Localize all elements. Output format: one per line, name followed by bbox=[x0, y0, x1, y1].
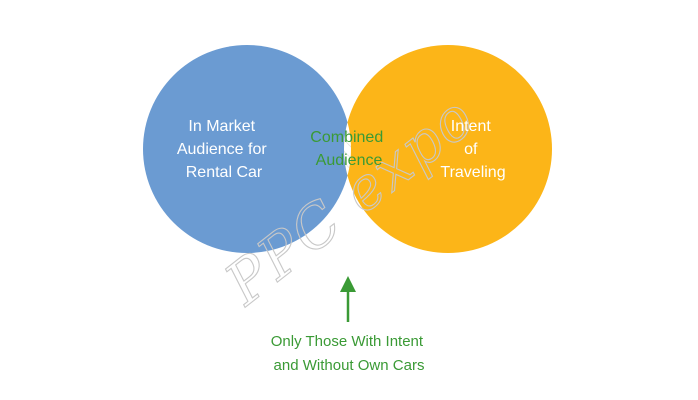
left-circle-label: In Market Audience for Rental Car bbox=[177, 118, 271, 181]
overlap-label-line: Audience bbox=[316, 152, 383, 169]
annotation-caption: Only Those With Intent and Without Own C… bbox=[271, 333, 427, 374]
left-circle bbox=[143, 45, 351, 253]
right-circle bbox=[344, 45, 552, 253]
left-label-line: Audience for bbox=[177, 141, 268, 158]
overlap-label: Combined Audience bbox=[310, 129, 387, 169]
overlap-label-line: Combined bbox=[310, 129, 383, 146]
up-arrow-icon bbox=[340, 276, 356, 322]
right-label-line: Traveling bbox=[440, 164, 505, 181]
caption-line: and Without Own Cars bbox=[274, 357, 425, 374]
right-label-line: Intent bbox=[451, 118, 492, 135]
right-label-line: of bbox=[464, 141, 478, 158]
arrow-head bbox=[340, 276, 356, 292]
caption-line: Only Those With Intent bbox=[271, 333, 424, 350]
left-label-line: Rental Car bbox=[186, 164, 263, 181]
right-circle-label: Intent of Traveling bbox=[440, 118, 505, 181]
left-label-line: In Market bbox=[188, 118, 255, 135]
